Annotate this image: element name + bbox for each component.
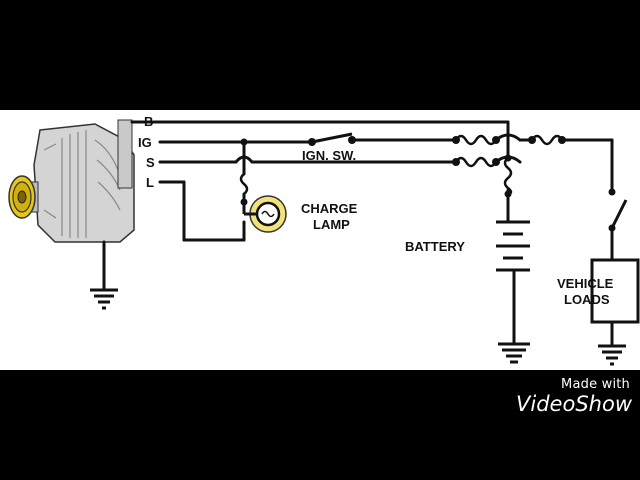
vehicle-loads-label-line1: VEHICLE	[557, 276, 614, 291]
wiring	[102, 120, 614, 346]
alternator	[8, 119, 135, 243]
fuse-s	[454, 156, 498, 168]
fuse-loads	[530, 134, 564, 146]
watermark-brand: VideoShow	[516, 392, 632, 416]
fuse-lamp	[239, 173, 249, 195]
alternator-fins	[43, 130, 121, 238]
charging-circuit-diagram: B IG S L IGN. SW. CHARGE LAMP BATTERY VE…	[0, 110, 640, 370]
junction-dots	[240, 136, 616, 232]
diagram-canvas: B IG S L IGN. SW. CHARGE LAMP BATTERY VE…	[8, 114, 640, 366]
ignition-switch-label: IGN. SW.	[302, 148, 356, 163]
vehicle-loads-label-line2: LOADS	[564, 292, 610, 307]
charge-lamp-label-line1: CHARGE	[301, 201, 358, 216]
alternator-ground	[90, 288, 118, 310]
terminal-block	[117, 119, 133, 189]
fuse-battery	[503, 157, 513, 196]
fuses	[239, 134, 564, 196]
battery-ground	[498, 342, 530, 364]
charge-lamp-label-line2: LAMP	[313, 217, 350, 232]
vehicle-loads-box	[590, 258, 640, 324]
pulley	[8, 175, 36, 219]
battery-symbol	[496, 220, 530, 272]
watermark-made-with: Made with	[561, 377, 630, 392]
videoshow-watermark: Made with VideoShow	[516, 377, 632, 416]
terminal-b-label: B	[144, 114, 153, 129]
loads-ground	[598, 344, 626, 366]
fuse-ig	[454, 134, 498, 146]
charge-lamp	[242, 195, 287, 233]
loads-switch-blade	[610, 199, 628, 229]
terminal-ig-label: IG	[138, 135, 152, 150]
ground-symbols	[90, 288, 626, 366]
ignition-switch-blade	[311, 132, 353, 144]
battery-label: BATTERY	[405, 239, 465, 254]
terminal-l-label: L	[146, 175, 154, 190]
terminal-s-label: S	[146, 155, 155, 170]
